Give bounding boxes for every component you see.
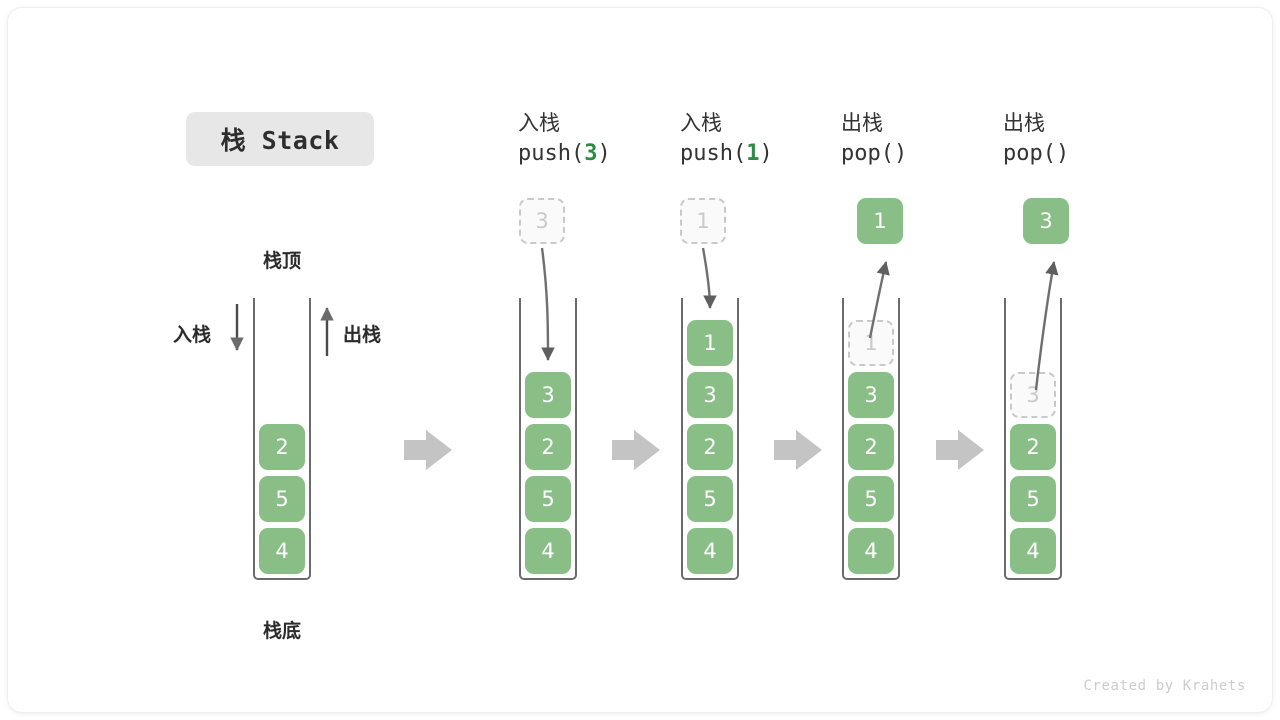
operation-label-pop-1: 出栈 pop() bbox=[841, 108, 907, 170]
code-suffix: ) bbox=[759, 141, 773, 166]
stack-element: 5 bbox=[687, 476, 733, 522]
stack-element: 4 bbox=[259, 528, 305, 574]
stack-element: 1 bbox=[687, 320, 733, 366]
page-title: 栈 Stack bbox=[186, 112, 374, 166]
code-suffix: ) bbox=[597, 141, 611, 166]
code-prefix: push( bbox=[518, 141, 585, 166]
flow-arrow-2 bbox=[612, 430, 660, 470]
flow-arrow-3 bbox=[774, 430, 822, 470]
stack-element: 2 bbox=[525, 424, 571, 470]
operation-code-label: pop() bbox=[1003, 138, 1069, 170]
floating-popped-element: 1 bbox=[857, 198, 903, 244]
operation-label-pop-3: 出栈 pop() bbox=[1003, 108, 1069, 170]
stack-element: 5 bbox=[259, 476, 305, 522]
floating-ghost-element: 3 bbox=[519, 198, 565, 244]
code-prefix: pop( bbox=[1003, 141, 1056, 166]
code-suffix: ) bbox=[893, 141, 908, 166]
stack-container-pop-1 bbox=[842, 298, 900, 580]
code-prefix: pop( bbox=[841, 141, 894, 166]
stack-element: 4 bbox=[848, 528, 894, 574]
stack-bottom-label: 栈底 bbox=[263, 620, 302, 642]
stack-element: 2 bbox=[259, 424, 305, 470]
operation-cn-label: 入栈 bbox=[680, 111, 722, 135]
code-arg: 3 bbox=[584, 141, 598, 166]
stack-element: 3 bbox=[687, 372, 733, 418]
stack-container-push-1 bbox=[681, 298, 739, 580]
stack-container-initial bbox=[253, 298, 311, 580]
operation-code-label: push(1) bbox=[680, 138, 773, 170]
stack-element: 3 bbox=[525, 372, 571, 418]
stack-element: 3 bbox=[848, 372, 894, 418]
operation-code-label: pop() bbox=[841, 138, 907, 170]
stack-container-push-3 bbox=[519, 298, 577, 580]
diagram-card: 栈 Stack 栈顶 栈底 入栈 出栈 2 5 4 入栈 push(3) 3 3… bbox=[8, 8, 1272, 712]
floating-ghost-element: 1 bbox=[680, 198, 726, 244]
stack-element: 5 bbox=[1010, 476, 1056, 522]
code-arg: 1 bbox=[746, 141, 760, 166]
credit-text: Created by Krahets bbox=[1083, 678, 1246, 694]
stack-element: 2 bbox=[848, 424, 894, 470]
operation-cn-label: 出栈 bbox=[841, 111, 883, 135]
stack-element: 4 bbox=[687, 528, 733, 574]
code-suffix: ) bbox=[1055, 141, 1070, 166]
operation-code-label: push(3) bbox=[518, 138, 611, 170]
stack-element: 4 bbox=[525, 528, 571, 574]
stack-element: 5 bbox=[848, 476, 894, 522]
pop-direction-label: 出栈 bbox=[343, 324, 382, 346]
operation-cn-label: 出栈 bbox=[1003, 111, 1045, 135]
operation-label-push-3: 入栈 push(3) bbox=[518, 108, 611, 170]
stack-element: 4 bbox=[1010, 528, 1056, 574]
stack-element: 2 bbox=[1010, 424, 1056, 470]
stack-ghost-element: 3 bbox=[1010, 372, 1056, 418]
code-prefix: push( bbox=[680, 141, 747, 166]
stack-element: 2 bbox=[687, 424, 733, 470]
stack-container-pop-3 bbox=[1004, 298, 1062, 580]
operation-label-push-1: 入栈 push(1) bbox=[680, 108, 773, 170]
stack-element: 5 bbox=[525, 476, 571, 522]
diagram-canvas: 栈 Stack 栈顶 栈底 入栈 出栈 2 5 4 入栈 push(3) 3 3… bbox=[8, 8, 1272, 712]
stack-ghost-element: 1 bbox=[848, 320, 894, 366]
operation-cn-label: 入栈 bbox=[518, 111, 560, 135]
flow-arrow-1 bbox=[404, 430, 452, 470]
stack-top-label: 栈顶 bbox=[263, 250, 302, 272]
floating-popped-element: 3 bbox=[1023, 198, 1069, 244]
push-direction-label: 入栈 bbox=[173, 324, 212, 346]
flow-arrow-4 bbox=[936, 430, 984, 470]
